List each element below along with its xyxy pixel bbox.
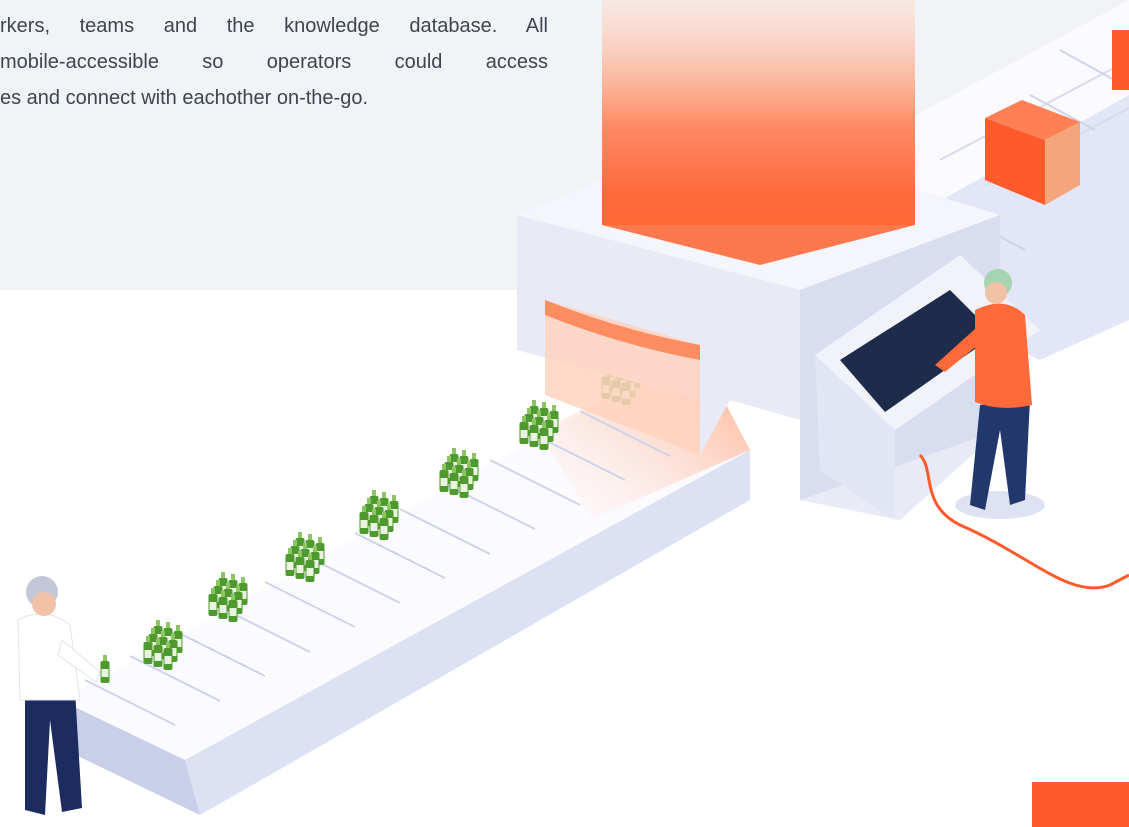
intro-paragraph: rkers, teams and the knowledge database.… xyxy=(0,8,548,116)
orange-box-icon xyxy=(985,100,1080,205)
control-panel xyxy=(815,255,1040,520)
worker-left-icon xyxy=(17,576,110,815)
orange-bin-edge xyxy=(1112,30,1129,90)
intro-line-3: es and connect with eachother on-the-go. xyxy=(0,87,369,109)
orange-block xyxy=(1032,782,1129,827)
intro-line-1: rkers, teams and the knowledge database.… xyxy=(0,15,548,37)
intro-line-2: mobile-accessible so operators could acc… xyxy=(0,51,548,73)
worker-icon xyxy=(935,269,1045,519)
power-cable xyxy=(918,453,1129,590)
